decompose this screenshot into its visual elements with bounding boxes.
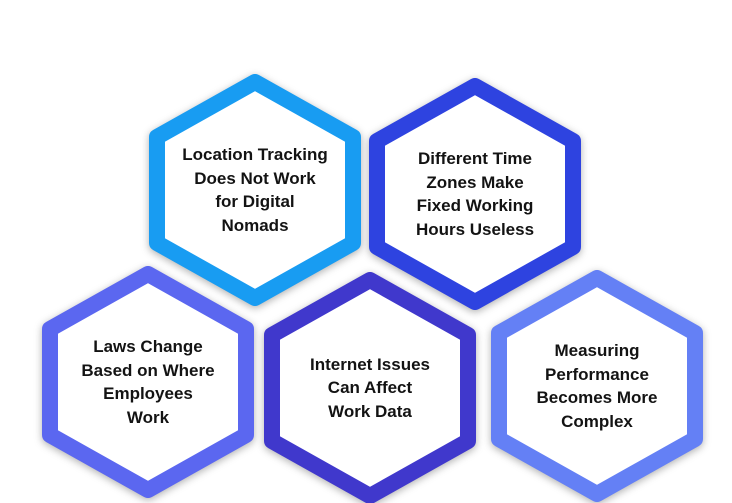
hexagon-outline: [369, 78, 581, 310]
hexagon-time-zones: Different Time Zones Make Fixed Working …: [365, 74, 585, 314]
hexagon-outline: [149, 74, 361, 306]
hexagon-outline: [264, 272, 476, 503]
hexagon-measuring-performance: Measuring Performance Becomes More Compl…: [487, 266, 707, 503]
hexagon-internet-issues: Internet Issues Can Affect Work Data: [260, 268, 480, 503]
hexagon-label: Internet Issues Can Affect Work Data: [310, 354, 430, 421]
hexagon-label: Laws Change Based on Where Employees Wor…: [81, 337, 215, 427]
hexagon-location-tracking: Location Tracking Does Not Work for Digi…: [145, 70, 365, 310]
hexagon-label: Different Time Zones Make Fixed Working …: [415, 149, 535, 239]
hexagon-outline: [42, 266, 254, 498]
hexagon-label: Measuring Performance Becomes More Compl…: [536, 341, 658, 431]
hexagon-outline: [491, 270, 703, 502]
hexagon-label: Location Tracking Does Not Work for Digi…: [182, 145, 328, 235]
hexagon-laws-change: Laws Change Based on Where Employees Wor…: [38, 262, 258, 502]
